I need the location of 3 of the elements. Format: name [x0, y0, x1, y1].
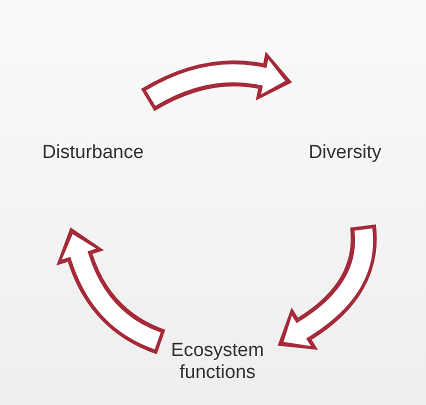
node-label: Disturbance	[41, 142, 145, 164]
node-label: Diversity	[308, 142, 382, 164]
node-label: Ecosystem functions	[170, 340, 265, 384]
